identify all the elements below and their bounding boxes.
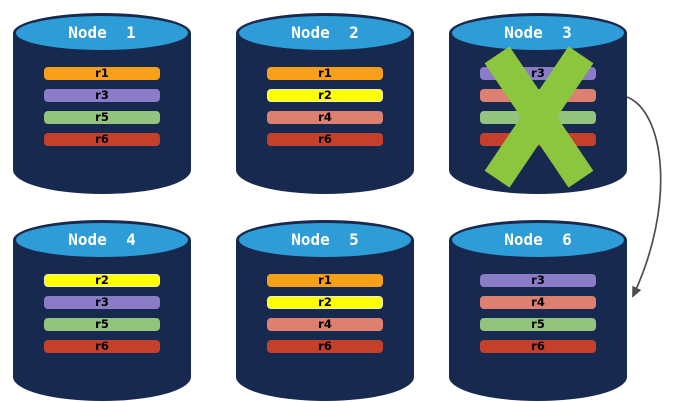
replica-label: r4 (531, 295, 545, 309)
replica-label: r4 (318, 317, 332, 331)
failover-arrow-path (626, 96, 662, 298)
replica-bar: r1 (267, 274, 383, 287)
cylinder-top: Node 3 (449, 13, 627, 53)
replica-bar: r6 (267, 133, 383, 146)
replica-label: r4 (318, 110, 332, 124)
cylinder-top: Node 6 (449, 220, 627, 260)
node-title: Node 6 (504, 230, 572, 249)
node-5: Node 5 r1 r2 r4 r6 (236, 220, 414, 401)
replica-bar: r6 (44, 340, 160, 353)
replica-bar: r6 (44, 133, 160, 146)
node-title: Node 5 (291, 230, 359, 249)
node-6: Node 6 r3 r4 r5 r6 (449, 220, 627, 401)
replica-bar: r2 (44, 274, 160, 287)
node-title: Node 2 (291, 23, 359, 42)
replica-label: r5 (95, 110, 109, 124)
replica-label: r3 (95, 88, 109, 102)
node-3: Node 3 r3 (449, 13, 627, 194)
replica-bar: r4 (480, 296, 596, 309)
replica-label: r3 (531, 273, 545, 287)
replica-label: r3 (95, 295, 109, 309)
replica-list: r1 r2 r4 r6 (267, 67, 383, 155)
replica-bar: r5 (44, 318, 160, 331)
cylinder-top: Node 1 (13, 13, 191, 53)
replica-list: r2 r3 r5 r6 (44, 274, 160, 362)
replica-label: r5 (531, 317, 545, 331)
cylinder-top: Node 5 (236, 220, 414, 260)
replica-bar: r5 (44, 111, 160, 124)
replica-label: r6 (318, 339, 332, 353)
replica-bar: r6 (480, 340, 596, 353)
replica-label: r1 (95, 66, 109, 80)
replica-bar: r6 (267, 340, 383, 353)
replica-label: r3 (531, 66, 545, 80)
replica-bar: r3 (44, 89, 160, 102)
cylinder-top: Node 2 (236, 13, 414, 53)
replica-bar: r2 (267, 89, 383, 102)
replica-bar: r4 (267, 111, 383, 124)
node-2: Node 2 r1 r2 r4 r6 (236, 13, 414, 194)
replica-list: r3 r4 r5 r6 (480, 274, 596, 362)
replica-list: r1 r2 r4 r6 (267, 274, 383, 362)
replica-label: r1 (318, 273, 332, 287)
replica-bar: r5 (480, 318, 596, 331)
replica-label: r2 (318, 88, 332, 102)
cylinder-top: Node 4 (13, 220, 191, 260)
replica-bar: r3 (44, 296, 160, 309)
replica-bar: r1 (267, 67, 383, 80)
replica-label: r6 (318, 132, 332, 146)
replica-label: r6 (531, 339, 545, 353)
replica-label: r2 (95, 273, 109, 287)
failure-x-icon (449, 13, 627, 194)
node-title: Node 3 (504, 23, 572, 42)
replica-bar: r3 (480, 274, 596, 287)
replica-label: r1 (318, 66, 332, 80)
replica-bar: r4 (267, 318, 383, 331)
replica-bar: r1 (44, 67, 160, 80)
replica-label: r5 (95, 317, 109, 331)
replica-label: r6 (95, 339, 109, 353)
replica-label: r6 (95, 132, 109, 146)
replica-list: r1 r3 r5 r6 (44, 67, 160, 155)
node-4: Node 4 r2 r3 r5 r6 (13, 220, 191, 401)
node-1: Node 1 r1 r3 r5 r6 (13, 13, 191, 194)
replica-label: r2 (318, 295, 332, 309)
node-title: Node 4 (68, 230, 136, 249)
node-title: Node 1 (68, 23, 136, 42)
replica-bar: r2 (267, 296, 383, 309)
